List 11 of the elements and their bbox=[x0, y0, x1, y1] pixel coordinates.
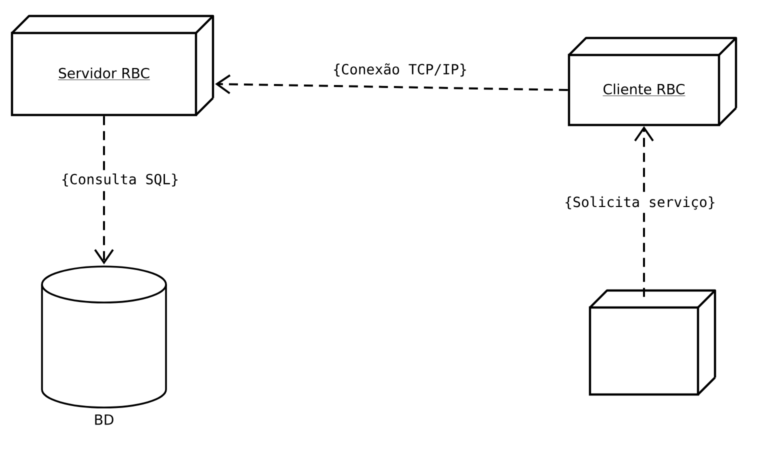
edge-label: {Consulta SQL} bbox=[60, 172, 180, 188]
database-cylinder: BD bbox=[41, 266, 167, 425]
node-box bbox=[588, 289, 716, 396]
dependency-arrow bbox=[634, 126, 654, 297]
edge-label: {Solicita serviço} bbox=[563, 195, 717, 211]
node-label: BD bbox=[95, 414, 114, 425]
dependency-arrow bbox=[215, 74, 568, 94]
dependency-arrow bbox=[94, 116, 114, 264]
edge-label: {Conexão TCP/IP} bbox=[332, 62, 468, 78]
node-box: Cliente RBC bbox=[568, 36, 738, 126]
node-box: Servidor RBC bbox=[10, 14, 214, 116]
